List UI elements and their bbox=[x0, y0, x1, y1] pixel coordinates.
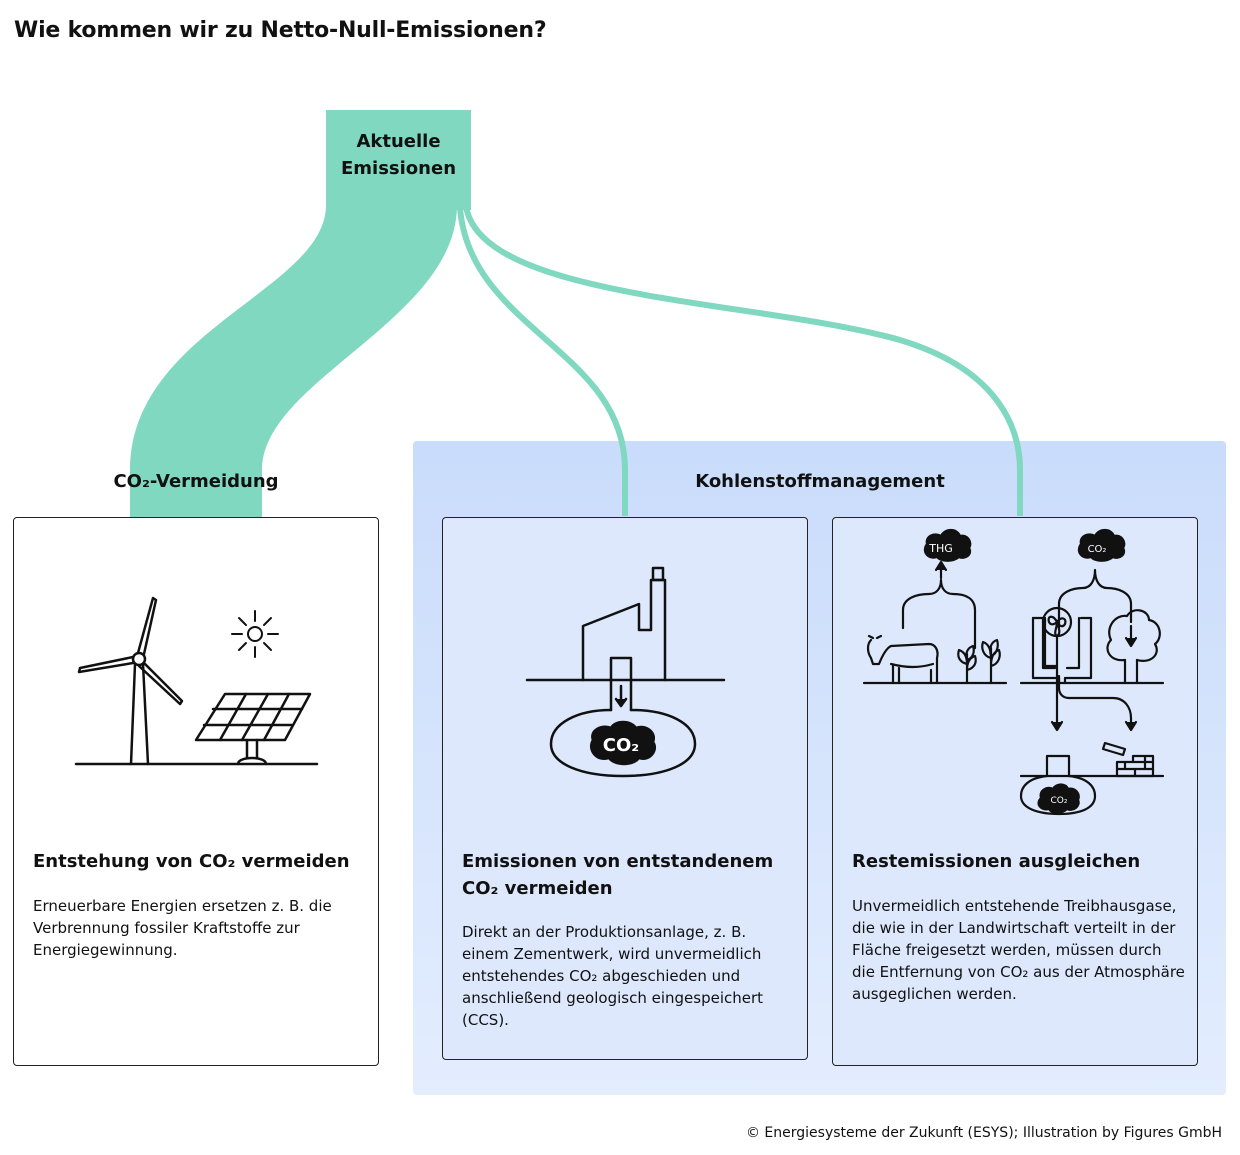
card-heading: Emissionen von entstandenem CO₂ vermeide… bbox=[462, 851, 774, 899]
flow-restemissionen bbox=[463, 205, 1023, 516]
flow-co2-vermeidung bbox=[130, 205, 457, 518]
co2-storage-label: CO₂ bbox=[603, 735, 639, 756]
card-text: Unvermeidlich entstehende Treibhausgase,… bbox=[852, 897, 1185, 1003]
co2-air-label: CO₂ bbox=[1088, 544, 1107, 555]
bricks-icon bbox=[1101, 741, 1155, 778]
tree-icon bbox=[1106, 609, 1161, 685]
wind-turbine-icon bbox=[77, 596, 184, 766]
card-text: Erneuerbare Energien ersetzen z. B. die … bbox=[33, 897, 332, 959]
group-label-kohlenstoffmanagement: Kohlenstoffmanagement bbox=[695, 471, 945, 492]
flow-ccs bbox=[457, 207, 628, 516]
card-restemissionen: THG CO₂ CO₂ Restemissionen ausgleichen U… bbox=[832, 517, 1198, 1066]
co2-small-storage-label: CO₂ bbox=[1051, 796, 1068, 806]
renewables-illustration bbox=[74, 596, 319, 766]
solar-panel-icon bbox=[194, 692, 312, 766]
card-heading: Restemissionen ausgleichen bbox=[852, 851, 1141, 872]
card-heading: Entstehung von CO₂ vermeiden bbox=[33, 851, 350, 872]
footer-credit: © Energiesysteme der Zukunft (ESYS); Ill… bbox=[745, 1125, 1222, 1141]
sun-icon bbox=[231, 610, 279, 658]
cow-icon bbox=[866, 634, 939, 685]
plants-icon bbox=[957, 638, 1001, 685]
direct-air-capture-icon bbox=[1031, 606, 1093, 685]
thg-label: THG bbox=[928, 542, 953, 555]
page-title: Wie kommen wir zu Netto-Null-Emissionen? bbox=[14, 18, 547, 43]
card-text: Direkt an der Produktionsanlage, z. B. e… bbox=[462, 923, 764, 1029]
source-block bbox=[326, 110, 471, 210]
offset-illustration: THG CO₂ CO₂ bbox=[862, 528, 1165, 816]
co2-storage-icon bbox=[549, 708, 697, 778]
card-ccs: CO₂ Emissionen von entstandenem CO₂ verm… bbox=[442, 517, 808, 1060]
card-co2-vermeidung: Entstehung von CO₂ vermeiden Erneuerbare… bbox=[13, 517, 379, 1066]
ccs-illustration: CO₂ bbox=[525, 566, 726, 778]
source-label: Aktuelle Emissionen bbox=[340, 131, 457, 179]
factory-icon bbox=[581, 566, 667, 682]
group-label-co2-vermeidung: CO₂-Vermeidung bbox=[113, 471, 279, 492]
